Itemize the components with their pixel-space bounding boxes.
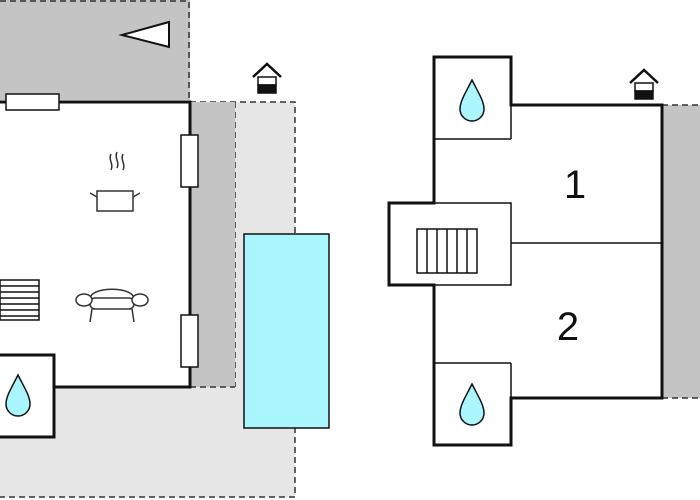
house-entrance-icon (252, 62, 282, 94)
left-building-walls (0, 100, 192, 389)
top-left-outdoor-area (0, 0, 190, 100)
sofa-icon (75, 288, 149, 323)
cooking-pot-icon (89, 151, 141, 212)
room-number-2: 2 (557, 305, 579, 349)
staircase-icon (0, 279, 40, 321)
top-left-outdoor-dashed-outline (0, 0, 190, 100)
house-entrance-icon-right (629, 68, 659, 100)
interior-partitions (434, 105, 662, 398)
right-outdoor-area (662, 105, 700, 398)
right-outdoor-dashed-outline (662, 104, 700, 399)
water-drop-icon-bottom (459, 382, 485, 426)
staircase-icon-right (416, 228, 478, 274)
swimming-pool (243, 233, 330, 429)
window-right-upper (180, 134, 199, 188)
window-right-lower (180, 314, 199, 368)
window-top (5, 93, 60, 111)
water-drop-icon-top (459, 78, 485, 122)
water-drop-icon (5, 373, 31, 417)
room-number-1: 1 (564, 163, 586, 207)
triangle-pointer-icon (118, 20, 170, 49)
